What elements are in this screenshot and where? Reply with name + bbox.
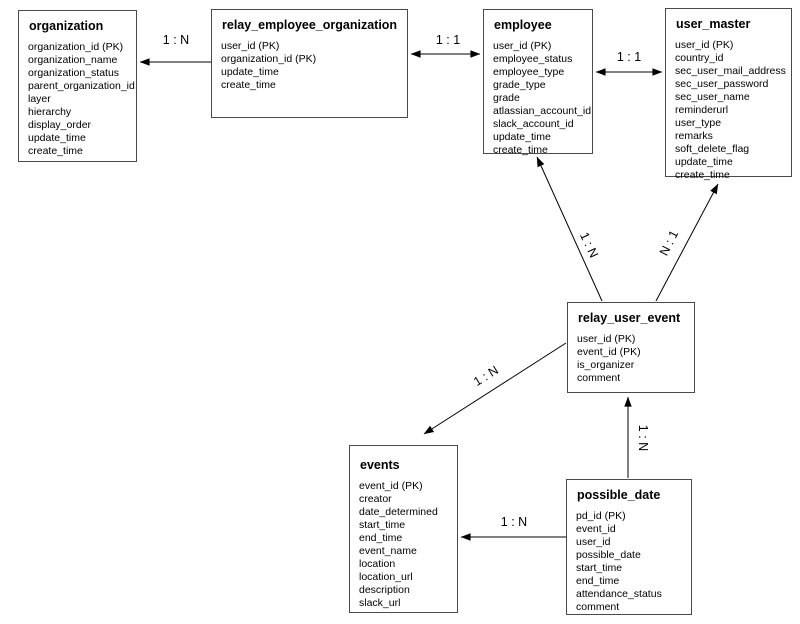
entity-title: events — [360, 458, 400, 472]
cardinality-label-relay_employee_organization-employee: 1 : 1 — [435, 33, 461, 47]
entity-field: update_time — [675, 156, 733, 168]
entity-field: creator — [359, 493, 392, 505]
entity-field: employee_status — [493, 53, 573, 65]
entity-title: possible_date — [577, 488, 661, 502]
entity-field: event_id — [576, 523, 616, 535]
entity-field: pd_id (PK) — [576, 510, 626, 522]
entity-field: user_id (PK) — [577, 333, 636, 345]
entity-title: relay_user_event — [578, 311, 681, 325]
entity-field: country_id — [675, 52, 724, 64]
entity-field: create_time — [28, 145, 83, 157]
entity-field: is_organizer — [577, 359, 635, 371]
entity-field: organization_name — [28, 54, 118, 66]
cardinality-label-possible_date-relay_user_event: 1 : N — [636, 424, 650, 452]
entity-field: user_id (PK) — [221, 40, 280, 52]
entity-field: comment — [576, 601, 620, 613]
entity-field: start_time — [359, 519, 406, 531]
entity-field: hierarchy — [28, 106, 72, 118]
entity-field: sec_user_mail_address — [675, 65, 786, 77]
entity-field: reminderurl — [675, 104, 729, 116]
connector-relay_user_event-employee — [536, 156, 603, 302]
cardinality-label-relay_employee_organization-organization: 1 : N — [162, 33, 190, 47]
entity-field: location_url — [359, 571, 413, 583]
entity-field: atlassian_account_id — [493, 105, 592, 117]
connector-relay_user_event-events — [423, 342, 567, 435]
entity-relay_user_event: relay_user_event user_id (PK)event_id (P… — [567, 302, 695, 393]
cardinality-label-relay_user_event-employee: 1 : N — [577, 230, 601, 260]
entity-field: user_id (PK) — [675, 39, 734, 51]
entity-field: remarks — [675, 130, 713, 142]
entity-field: comment — [577, 372, 621, 384]
entity-field: sec_user_name — [675, 91, 750, 103]
entity-relay_employee_organization: relay_employee_organization user_id (PK)… — [211, 9, 408, 118]
entity-title: organization — [29, 19, 104, 33]
entity-field: end_time — [576, 575, 620, 587]
cardinality-label-relay_user_event-events: 1 : N — [471, 363, 501, 389]
entity-field: start_time — [576, 562, 623, 574]
entity-title: user_master — [676, 17, 751, 31]
entity-field: slack_url — [359, 597, 401, 609]
entity-field: user_id (PK) — [493, 40, 552, 52]
entity-field: grade_type — [493, 79, 546, 91]
entity-field: update_time — [28, 132, 86, 144]
cardinality-label-relay_user_event-user_master: N : 1 — [656, 228, 682, 258]
entity-field: sec_user_password — [675, 78, 769, 90]
entity-field: create_time — [675, 169, 730, 181]
entity-field: parent_organization_id — [28, 80, 135, 92]
entity-field: update_time — [221, 66, 279, 78]
entity-field: organization_id (PK) — [221, 53, 317, 65]
entity-field: soft_delete_flag — [675, 143, 750, 155]
entity-field: display_order — [28, 119, 92, 131]
entity-fields: user_id (PK)organization_id (PK)update_t… — [221, 40, 398, 92]
entity-field: event_id (PK) — [577, 346, 641, 358]
entity-field: end_time — [359, 532, 403, 544]
entity-field: update_time — [493, 131, 551, 143]
entity-field: attendance_status — [576, 588, 662, 600]
entity-title: employee — [494, 18, 552, 32]
entity-field: event_id (PK) — [359, 480, 423, 492]
cardinality-label-employee-user_master: 1 : 1 — [616, 50, 642, 64]
entity-field: possible_date — [576, 549, 641, 561]
entity-field: grade — [493, 92, 520, 104]
entity-field: user_id — [576, 536, 611, 548]
entity-organization: organization organization_id (PK)organiz… — [18, 10, 137, 162]
entity-field: user_type — [675, 117, 722, 129]
cardinality-label-possible_date-events: 1 : N — [500, 515, 528, 529]
entity-field: event_name — [359, 545, 417, 557]
entity-field: description — [359, 584, 410, 596]
entity-field: create_time — [493, 144, 548, 156]
entity-field: employee_type — [493, 66, 565, 78]
entity-field: organization_id (PK) — [28, 41, 124, 53]
entity-field: slack_account_id — [493, 118, 574, 130]
entity-field: layer — [28, 93, 51, 105]
entity-title: relay_employee_organization — [222, 18, 398, 32]
entity-field: create_time — [221, 79, 276, 91]
entity-field: organization_status — [28, 67, 120, 79]
entity-field: location — [359, 558, 396, 570]
entity-field: date_determined — [359, 506, 438, 518]
